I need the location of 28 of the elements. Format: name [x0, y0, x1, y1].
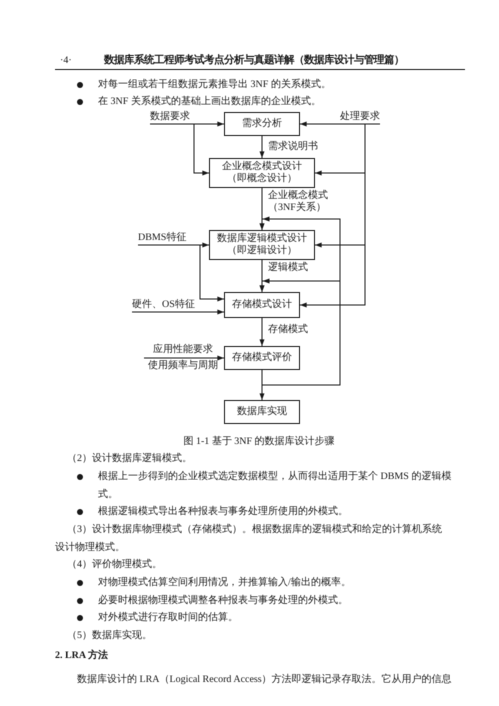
process-box: 存储模式评价: [224, 346, 300, 370]
paragraph: （3）设计数据库物理模式（存储模式）。根据数据库的逻辑模式和给定的计算机系统设计物理模式。: [55, 522, 443, 554]
input-label: 应用性能要求: [153, 344, 213, 356]
figure-caption: 图 1-1 基于 3NF 的数据库设计步骤: [183, 434, 335, 449]
list-item-text: 对物理模式估算空间利用情况，并推算输入/输出的概率。: [98, 576, 351, 590]
input-label: 数据要求: [150, 111, 190, 124]
section-heading: 2. LRA 方法: [55, 648, 108, 663]
paragraph: 数据库设计的 LRA（Logical Record Access）方法即逻辑记录存取法。它从用户的信息: [77, 672, 452, 687]
input-label: DBMS特征: [138, 232, 186, 245]
input-label: 使用频率与周期: [148, 360, 218, 372]
process-box: 数据库逻辑模式设计（即逻辑设计）: [209, 230, 315, 260]
process-box: 企业概念模式设计（即概念设计）: [209, 158, 315, 188]
list-item-text: 根据上一步得到的企业模式选定数据模型，从而得出适用于某个 DBMS 的逻辑模式。: [98, 470, 452, 502]
process-box: 需求分析: [224, 112, 300, 136]
input-label: 处理要求: [340, 111, 380, 124]
list-item-text: 在 3NF 关系模式的基础上画出数据库的企业模式。: [98, 94, 321, 109]
list-item-text: 对外模式进行存取时间的估算。: [98, 610, 238, 625]
step-heading: （4）评价物理模式。: [67, 558, 162, 572]
list-item-text: 根据逻辑模式导出各种报表与事务处理所使用的外模式。: [98, 504, 348, 519]
page-number: ·4·: [60, 54, 72, 68]
step-heading: （2）设计数据库逻辑模式。: [67, 452, 192, 466]
input-label: 硬件、OS特征: [132, 299, 195, 312]
running-header: 数据库系统工程师考试考点分析与真题详解（数据库设计与管理篇）: [104, 54, 404, 68]
process-box: 存储模式设计: [224, 292, 300, 318]
process-box: 数据库实现: [224, 400, 300, 424]
list-item-text: 必要时根据物理模式调整各种报表与事务处理的外模式。: [98, 594, 348, 608]
list-item-text: 对每一组或若干组数据元素推导出 3NF 的关系模式。: [98, 78, 331, 92]
step-heading: （5）数据库实现。: [67, 628, 152, 643]
